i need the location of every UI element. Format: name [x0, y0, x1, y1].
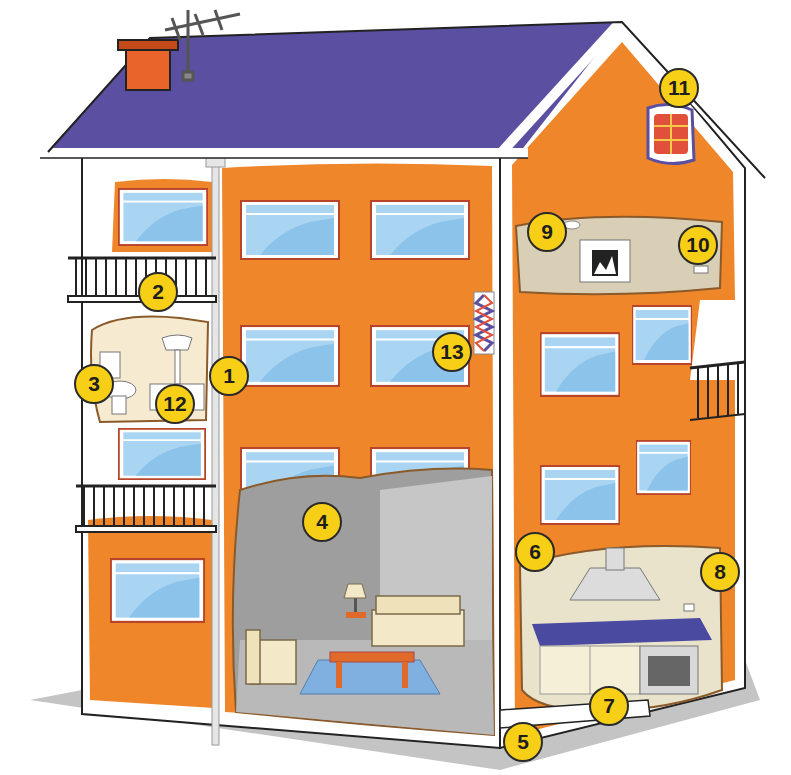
living-room-cutaway-part	[402, 662, 408, 688]
windows-part	[541, 333, 619, 396]
loft-insulation-part	[670, 114, 672, 154]
tv-antenna	[165, 10, 240, 80]
living-room-cutaway-part	[372, 610, 464, 646]
roof-part	[40, 157, 528, 159]
chimney-part	[126, 48, 170, 90]
roof	[40, 20, 765, 178]
balconies-part	[68, 257, 216, 260]
callout-number: 1	[209, 356, 249, 396]
kitchen-cutaway-part	[684, 604, 694, 611]
bathroom-cutaway-part	[112, 396, 126, 414]
living-room-cutaway-part	[236, 640, 494, 735]
roof-part	[48, 22, 765, 178]
side-wall	[500, 22, 745, 748]
living-room-cutaway-part	[344, 584, 366, 598]
windows-part	[541, 466, 619, 524]
windows-part	[241, 201, 339, 259]
side-wall-part	[512, 42, 735, 735]
front-wall-part	[222, 163, 494, 735]
callout-number: 7	[589, 686, 629, 726]
living-room-cutaway-part	[330, 652, 414, 662]
front-wall-part	[88, 516, 214, 708]
cavity-wall-insulation-part	[476, 295, 492, 351]
living-room-cutaway-part	[300, 660, 440, 694]
roof-part	[40, 148, 528, 158]
chimney	[118, 40, 178, 90]
windows-part	[637, 441, 691, 494]
attic-boiler-cutaway-part	[594, 256, 616, 274]
windows-part	[633, 306, 692, 364]
tv-antenna-part	[183, 72, 193, 80]
roof-part	[500, 20, 622, 154]
living-room-cutaway-part	[376, 596, 460, 614]
callout-number: 2	[138, 272, 178, 312]
tv-antenna-part	[187, 10, 190, 78]
callout-number: 3	[74, 364, 114, 404]
downpipe	[206, 155, 225, 745]
windows-part	[119, 189, 207, 245]
kitchen-cutaway-part	[520, 546, 722, 710]
balconies-part	[698, 364, 738, 418]
side-wall-part	[500, 22, 745, 748]
windows-part	[119, 429, 205, 479]
tv-antenna-part	[195, 14, 203, 35]
kitchen-cutaway-part	[570, 568, 660, 600]
tv-antenna-part	[172, 18, 180, 40]
windows-part	[241, 326, 339, 386]
living-room-cutaway-part	[336, 662, 342, 688]
callout-number: 8	[700, 552, 740, 592]
kitchen-cutaway-part	[648, 656, 690, 686]
kitchen-cutaway	[520, 546, 722, 710]
windows-part	[371, 201, 469, 259]
attic-boiler-cutaway-part	[694, 266, 708, 273]
kitchen-cutaway-part	[540, 646, 640, 694]
cavity-wall-insulation-part	[476, 295, 492, 351]
loft-insulation	[648, 104, 694, 163]
callout-number: 12	[155, 384, 195, 424]
front-wall-part	[82, 152, 500, 748]
attic-boiler-cutaway-part	[592, 250, 618, 276]
downpipe-part	[212, 160, 219, 745]
kitchen-cutaway-part	[606, 548, 624, 570]
living-room-cutaway-part	[346, 612, 366, 618]
tv-antenna-part	[215, 10, 222, 30]
loft-insulation-part	[654, 114, 688, 154]
cavity-wall-insulation	[474, 292, 494, 354]
callout-number: 13	[432, 332, 472, 372]
balconies-part	[690, 414, 745, 420]
attic-boiler-cutaway-part	[580, 240, 630, 282]
kitchen-cutaway-part	[590, 646, 591, 694]
callout-number: 5	[503, 722, 543, 762]
roof-part	[48, 22, 622, 152]
living-room-cutaway-part	[246, 630, 260, 684]
kitchen-cutaway-part	[532, 618, 712, 646]
kitchen-cutaway-part	[640, 646, 698, 694]
callout-number: 9	[527, 212, 567, 252]
living-room-cutaway	[233, 469, 494, 735]
callout-number: 10	[678, 225, 718, 265]
loft-insulation-part	[648, 104, 694, 163]
balconies-part	[76, 526, 216, 532]
callout-number: 6	[515, 532, 555, 572]
chimney-part	[118, 40, 178, 50]
front-wall	[82, 152, 500, 748]
callout-number: 11	[659, 68, 699, 108]
living-room-cutaway-part	[233, 469, 494, 735]
balconies-part	[84, 486, 204, 526]
callout-number: 4	[302, 502, 342, 542]
windows-part	[111, 559, 204, 622]
bathroom-cutaway-part	[162, 335, 192, 350]
front-wall-part	[112, 179, 212, 252]
bathroom-cutaway-part	[175, 350, 180, 384]
cavity-wall-insulation-part	[474, 292, 494, 354]
